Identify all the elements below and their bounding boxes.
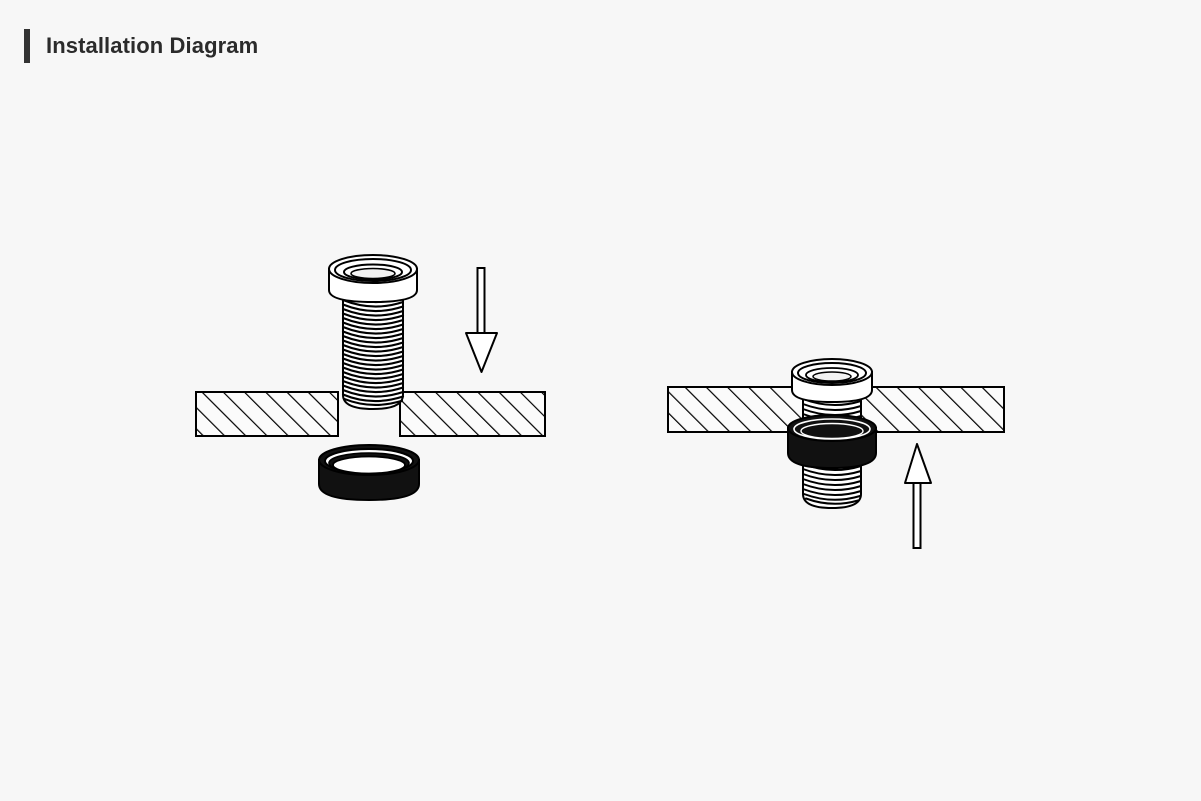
page-title: Installation Diagram: [24, 28, 258, 64]
tightening-arrow-up-icon: [904, 443, 932, 549]
threaded-sleeve-exploded: [328, 254, 418, 411]
panel-right-segment: [399, 391, 546, 437]
page-title-text: Installation Diagram: [46, 33, 259, 58]
lock-nut-assembled: [787, 414, 877, 470]
title-accent-bar: [24, 29, 30, 63]
exploded-assembly: [195, 254, 546, 502]
sleeve-flange-head-assembled: [791, 358, 873, 404]
insertion-arrow-down-icon: [465, 267, 498, 373]
lock-nut-exploded: [318, 444, 420, 502]
panel-left-segment: [195, 391, 339, 437]
assembled-assembly: [667, 358, 1005, 549]
